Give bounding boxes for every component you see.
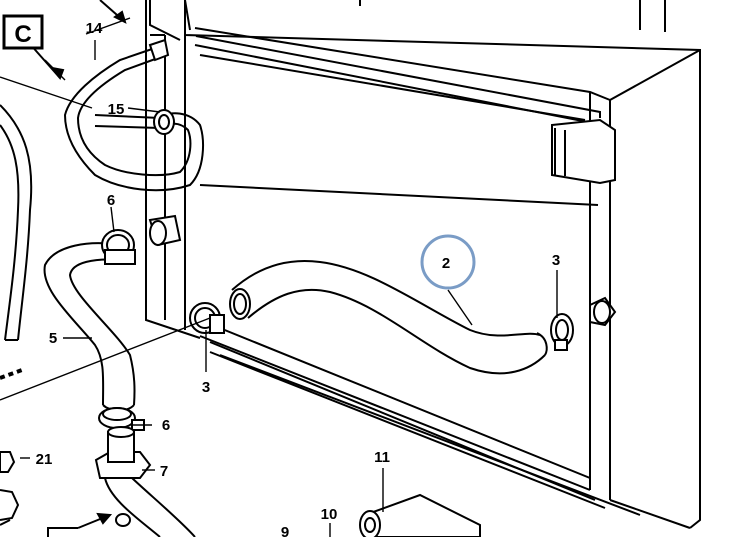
hose-14 — [63, 47, 204, 192]
section-box-c: C — [2, 14, 44, 50]
callout-labels: 14 15 6 5 3 6 21 7 2 3 11 10 9 — [36, 20, 561, 541]
hose-2 — [229, 259, 548, 375]
pipe-stub-upper — [148, 214, 182, 247]
box-c-arrow — [21, 0, 127, 529]
section-letter: C — [14, 21, 31, 48]
hose-14-end — [148, 38, 170, 62]
label-9: 9 — [281, 524, 289, 537]
pipe-stub-right — [589, 296, 617, 327]
bottom-left-box — [47, 527, 78, 537]
part-11 — [359, 493, 481, 540]
clamp-3-left — [189, 302, 225, 334]
label-14: 14 — [86, 20, 103, 37]
label-2: 2 — [442, 255, 450, 272]
label-6-lower: 6 — [162, 417, 170, 434]
clamp-3-right — [550, 313, 574, 351]
clamp-15 — [153, 109, 175, 135]
fitting-7 — [94, 426, 152, 479]
label-15: 15 — [108, 101, 125, 118]
label-6-upper: 6 — [107, 192, 115, 209]
leader-lines — [0, 17, 558, 537]
clamp-6-upper — [101, 229, 136, 265]
label-7: 7 — [160, 463, 168, 480]
radiator-bracket — [551, 118, 616, 185]
dashed-bar — [0, 368, 23, 380]
fitting-21 — [0, 451, 20, 526]
label-11: 11 — [374, 449, 390, 466]
label-10: 10 — [321, 506, 338, 523]
hose-5 — [43, 242, 136, 412]
far-left-hose — [0, 104, 33, 341]
label-3-left: 3 — [202, 379, 210, 396]
label-3-right: 3 — [552, 252, 560, 269]
label-21: 21 — [36, 451, 53, 468]
label-5: 5 — [49, 330, 57, 347]
lower-pipe — [104, 477, 196, 538]
highlight-circle — [420, 234, 476, 290]
